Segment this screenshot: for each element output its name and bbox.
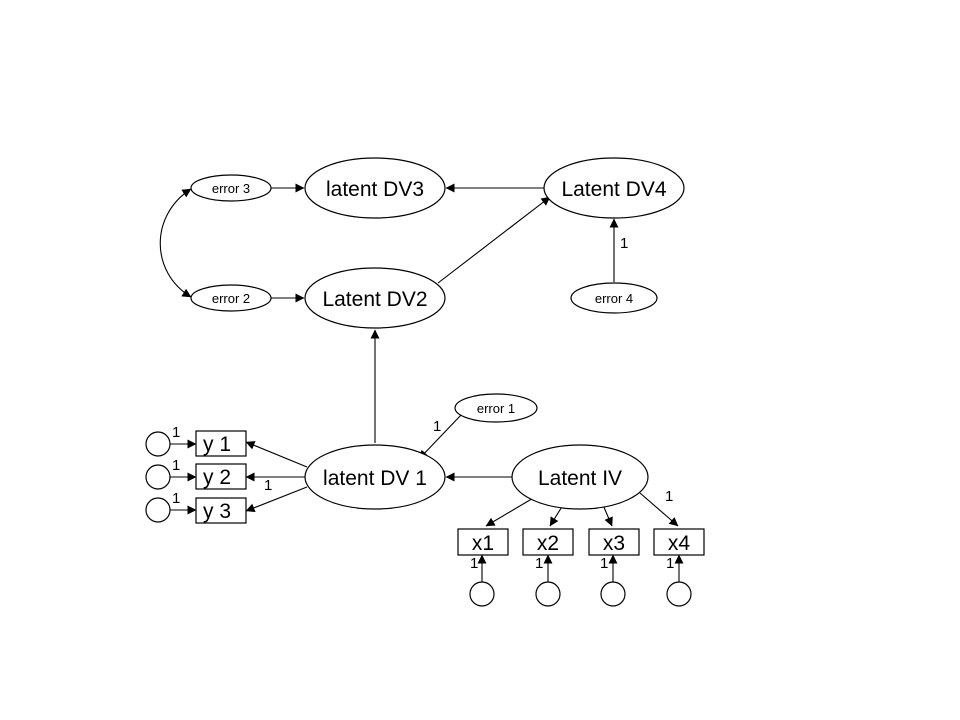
path-dv2-to-dv4 <box>437 196 551 284</box>
latent-dv1: latent DV 1 <box>304 444 446 510</box>
indicator-y1-label: y 1 <box>203 433 231 456</box>
error-2: error 2 <box>190 284 272 312</box>
weight-uy2: 1 <box>172 457 180 474</box>
weight-iv-x4: 1 <box>665 488 673 505</box>
path-dv1-to-y1 <box>245 441 308 468</box>
residual-x2 <box>535 581 561 607</box>
path-iv-to-x3 <box>602 504 613 527</box>
path-iv-to-x2 <box>549 504 564 527</box>
latent-dv2-label: Latent DV2 <box>322 288 427 311</box>
weight-error4-dv4: 1 <box>620 235 628 252</box>
latent-iv: Latent IV <box>511 444 649 510</box>
indicator-y2: y 2 <box>195 463 247 490</box>
indicator-y1: y 1 <box>195 430 247 457</box>
weight-dv1-y2: 1 <box>264 477 272 494</box>
error-4: error 4 <box>570 282 658 314</box>
weight-error1-dv1: 1 <box>433 418 441 435</box>
latent-dv4-label: Latent DV4 <box>561 178 666 201</box>
residual-y2 <box>145 464 171 490</box>
path-iv-to-x1 <box>485 496 536 527</box>
indicator-y3-label: y 3 <box>203 500 231 523</box>
indicator-y2-label: y 2 <box>203 466 231 489</box>
residual-x3 <box>600 581 626 607</box>
residual-y1 <box>145 431 171 457</box>
indicator-x4: x4 <box>653 528 705 556</box>
path-weights: 1 1 1 1 1 1 1 1 1 1 1 <box>172 235 674 572</box>
y-indicators: y 1 y 2 y 3 <box>145 430 247 524</box>
latent-iv-label: Latent IV <box>538 467 622 490</box>
path-dv1-to-y3 <box>245 486 308 513</box>
indicator-x2: x2 <box>522 528 574 556</box>
weight-ux1: 1 <box>470 555 478 572</box>
error-4-label: error 4 <box>595 291 633 306</box>
indicator-x1-label: x1 <box>472 532 494 555</box>
edges <box>159 183 684 582</box>
latent-dv4: Latent DV4 <box>543 157 685 219</box>
weight-ux4: 1 <box>666 555 674 572</box>
latent-dv2: Latent DV2 <box>304 267 446 329</box>
latent-nodes: latent DV3 Latent DV4 Latent DV2 latent … <box>304 157 685 510</box>
residual-x4 <box>666 581 692 607</box>
covariance-error2-error3 <box>159 188 192 298</box>
indicator-x3-label: x3 <box>603 532 625 555</box>
error-3: error 3 <box>190 174 272 202</box>
latent-dv3-label: latent DV3 <box>326 178 424 201</box>
error-3-label: error 3 <box>212 181 250 196</box>
error-1: error 1 <box>454 393 538 423</box>
latent-dv3: latent DV3 <box>304 157 446 219</box>
weight-uy1: 1 <box>172 424 180 441</box>
indicator-x3: x3 <box>588 528 640 556</box>
error-nodes: error 3 error 2 error 4 error 1 <box>190 174 658 423</box>
residual-y3 <box>145 497 171 523</box>
indicator-x2-label: x2 <box>537 532 559 555</box>
path-iv-to-x4 <box>639 492 679 527</box>
x-indicators: x1 x2 x3 x4 <box>457 528 705 607</box>
weight-ux2: 1 <box>535 555 543 572</box>
indicator-y3: y 3 <box>195 497 247 524</box>
error-1-label: error 1 <box>477 401 515 416</box>
latent-dv1-label: latent DV 1 <box>323 467 427 490</box>
weight-ux3: 1 <box>600 555 608 572</box>
indicator-x1: x1 <box>457 528 509 556</box>
residual-x1 <box>469 581 495 607</box>
error-2-label: error 2 <box>212 291 250 306</box>
path-error1-to-dv1 <box>418 413 463 460</box>
indicator-x4-label: x4 <box>668 532 691 555</box>
weight-uy3: 1 <box>172 490 180 507</box>
